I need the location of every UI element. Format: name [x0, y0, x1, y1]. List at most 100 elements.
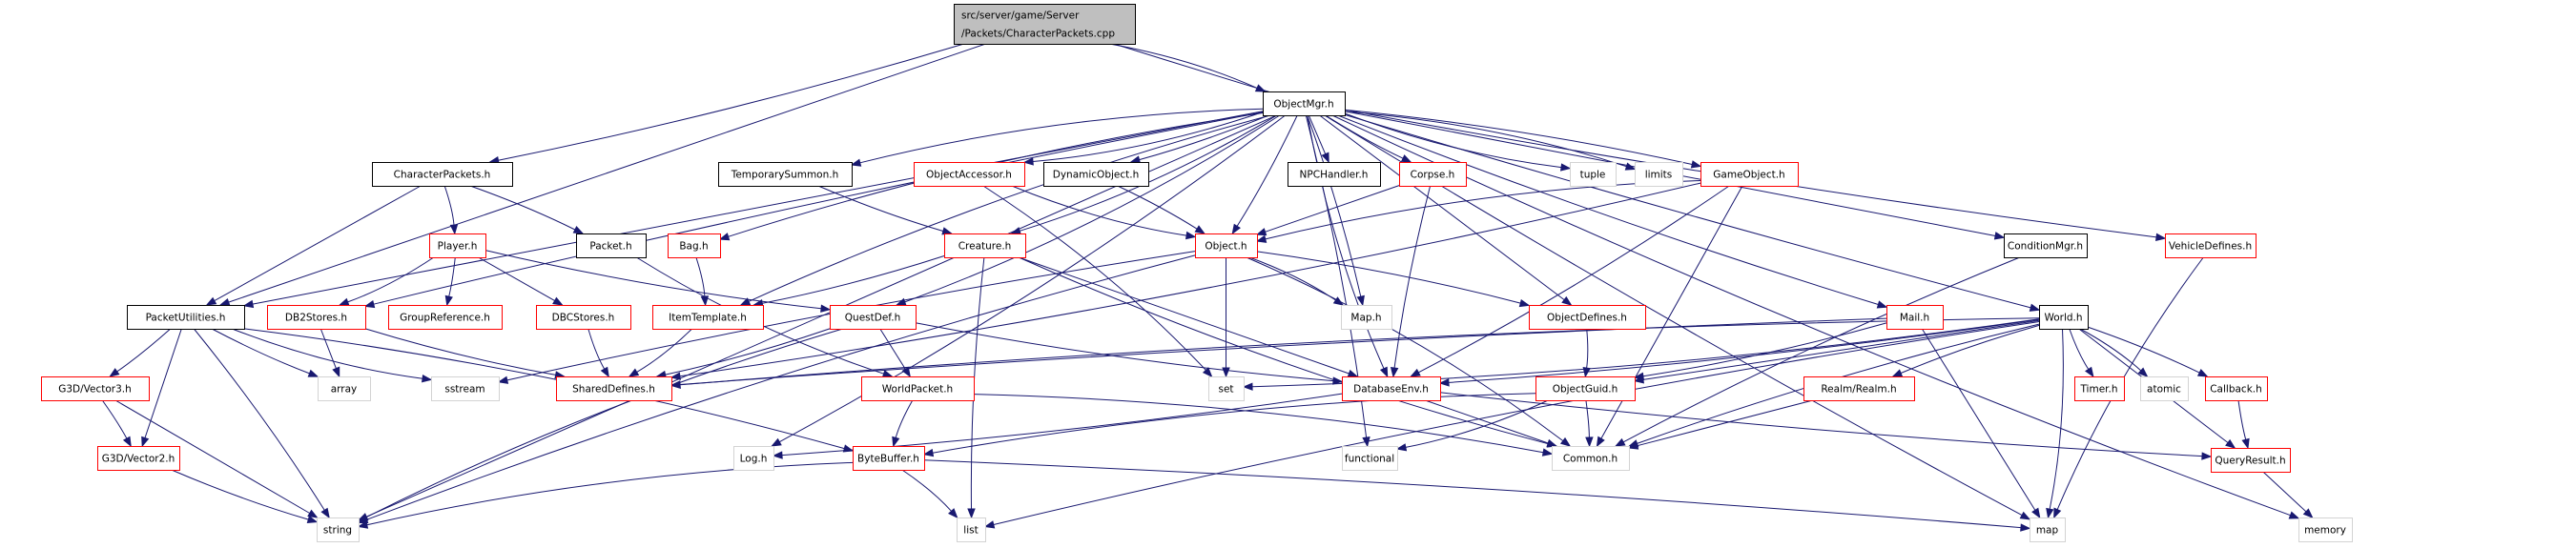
node-WorldPacket[interactable]: WorldPacket.h: [861, 376, 975, 401]
edge-line: [1331, 114, 2291, 517]
edge-Player-to-DB2Stores: [338, 256, 435, 306]
node-Player[interactable]: Player.h: [429, 233, 486, 258]
node-ByteBuffer[interactable]: ByteBuffer.h: [853, 446, 925, 471]
node-ObjectGuid[interactable]: ObjectGuid.h: [1535, 376, 1636, 401]
edge-ObjectAccessor-to-Object: [1011, 185, 1197, 240]
edge-line: [2262, 471, 2307, 513]
edge-GameObject-to-DatabaseEnv: [1410, 185, 1730, 377]
node-Map: Map.h: [1341, 305, 1392, 330]
edge-Creature-to-ItemTemplate: [752, 255, 945, 308]
node-label: memory: [2304, 525, 2346, 537]
node-label: ByteBuffer.h: [857, 454, 919, 465]
node-box: [718, 162, 853, 187]
arrowhead-icon: [1332, 376, 1344, 385]
edge-line: [665, 328, 831, 375]
node-Bag[interactable]: Bag.h: [668, 233, 721, 258]
edge-root-to-CharacterPackets: [488, 43, 964, 165]
edge-ObjectMgr-to-tuple: [1344, 112, 1572, 172]
node-TemporarySummon[interactable]: TemporarySummon.h: [718, 162, 853, 187]
node-Mail[interactable]: Mail.h: [1886, 305, 1944, 330]
node-box: [1342, 446, 1398, 471]
node-box: [954, 4, 1136, 45]
node-box: [556, 376, 672, 401]
edge-line: [982, 185, 1206, 371]
node-label: World.h: [2044, 313, 2082, 324]
arrowhead-icon: [1614, 437, 1626, 447]
edge-CharacterPackets-to-Player: [443, 185, 459, 235]
node-label: QuestDef.h: [845, 313, 900, 324]
node-PacketUtilities[interactable]: PacketUtilities.h: [127, 305, 245, 330]
arrowhead-icon: [141, 436, 150, 448]
node-ObjectMgr[interactable]: ObjectMgr.h: [1263, 91, 1346, 116]
node-box: [1208, 376, 1245, 401]
node-Corpse[interactable]: Corpse.h: [1399, 162, 1467, 187]
node-box: [431, 376, 500, 401]
node-Callback[interactable]: Callback.h: [2205, 376, 2268, 401]
edge-line: [1109, 43, 1258, 89]
node-World[interactable]: World.h: [2039, 305, 2089, 330]
node-root[interactable]: src/server/game/Server/Packets/Character…: [954, 4, 1136, 45]
node-Packet[interactable]: Packet.h: [576, 233, 647, 258]
node-DynamicObject[interactable]: DynamicObject.h: [1043, 162, 1149, 187]
node-ObjectDefines[interactable]: ObjectDefines.h: [1529, 305, 1646, 330]
edge-line: [232, 328, 423, 379]
node-functional: functional: [1342, 446, 1398, 471]
node-Object[interactable]: Object.h: [1195, 233, 1258, 258]
edge-G3DVector3-to-string: [114, 399, 319, 518]
node-box: [861, 376, 975, 401]
node-CharacterPackets[interactable]: CharacterPackets.h: [372, 162, 513, 187]
edge-GameObject-to-SharedDefines: [670, 182, 1701, 380]
edge-line: [859, 108, 1264, 164]
node-box: [388, 305, 503, 330]
node-GroupReference[interactable]: GroupReference.h: [388, 305, 503, 330]
edge-line: [1344, 109, 1693, 165]
node-DB2Stores[interactable]: DB2Stores.h: [267, 305, 366, 330]
edge-ObjectMgr-to-DatabaseEnv: [1307, 114, 1389, 378]
edge-line: [1439, 392, 2203, 457]
edge-line: [319, 328, 337, 369]
edge-PacketUtilities-to-sstream: [232, 328, 433, 383]
arrowhead-icon: [2241, 437, 2250, 450]
node-RealmRealm[interactable]: Realm/Realm.h: [1803, 376, 1915, 401]
arrowhead-icon: [2020, 523, 2031, 532]
node-label: Callback.h: [2210, 384, 2262, 396]
node-ObjectAccessor[interactable]: ObjectAccessor.h: [914, 162, 1025, 187]
node-Creature[interactable]: Creature.h: [944, 233, 1026, 258]
edge-Player-to-GroupReference: [444, 256, 456, 307]
edge-line: [1585, 399, 1590, 438]
arrowhead-icon: [2196, 369, 2209, 377]
node-SharedDefines[interactable]: SharedDefines.h: [556, 376, 672, 401]
arrowhead-icon: [1255, 228, 1267, 236]
node-label: Corpse.h: [1411, 170, 1455, 181]
node-NPCHandler[interactable]: NPCHandler.h: [1288, 162, 1381, 187]
edge-line: [781, 393, 1343, 457]
edge-line: [904, 114, 1281, 303]
node-Timer[interactable]: Timer.h: [2074, 376, 2125, 401]
node-ConditionMgr[interactable]: ConditionMgr.h: [2004, 233, 2088, 258]
node-box: [1803, 376, 1915, 401]
node-QueryResult[interactable]: QueryResult.h: [2211, 448, 2291, 473]
edge-TemporarySummon-to-Creature: [817, 185, 953, 235]
node-label: Timer.h: [2079, 384, 2117, 396]
node-G3DVector2[interactable]: G3D/Vector2.h: [97, 446, 180, 471]
edge-line: [1393, 185, 1432, 369]
node-G3DVector3[interactable]: G3D/Vector3.h: [41, 376, 150, 401]
edge-line: [2079, 328, 2142, 372]
edge-line: [1405, 399, 1549, 448]
arrowhead-icon: [2019, 511, 2031, 520]
edge-line: [1011, 185, 1187, 236]
arrowhead-icon: [922, 448, 935, 457]
node-box: [1552, 446, 1630, 471]
node-DatabaseEnv[interactable]: DatabaseEnv.h: [1342, 376, 1441, 401]
node-ItemTemplate[interactable]: ItemTemplate.h: [652, 305, 764, 330]
edge-line: [993, 321, 2040, 525]
node-GameObject[interactable]: GameObject.h: [1700, 162, 1799, 187]
node-label: NPCHandler.h: [1300, 170, 1369, 181]
node-QuestDef[interactable]: QuestDef.h: [830, 305, 917, 330]
node-box: [41, 376, 150, 401]
edge-line: [587, 328, 606, 370]
node-VehicleDefines[interactable]: VehicleDefines.h: [2165, 233, 2257, 258]
edge-G3DVector2-to-string: [171, 469, 319, 523]
arrowhead-icon: [1627, 441, 1639, 450]
node-DBCStores[interactable]: DBCStores.h: [536, 305, 631, 330]
